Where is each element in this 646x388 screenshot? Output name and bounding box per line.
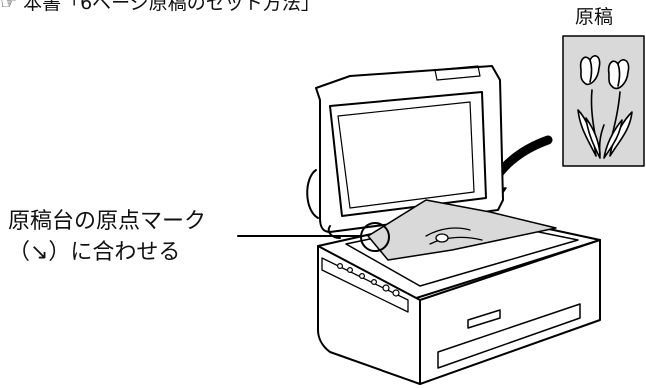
original-caption: 原稿 [575, 6, 614, 28]
callout-line-2: （↘）に合わせる [8, 240, 181, 265]
callout-line-1: 原稿台の原点マーク [8, 209, 207, 234]
tulip-illustration [577, 55, 633, 159]
header-reference: ☞ 本書「6ページ原稿のセット方法」 [0, 0, 320, 14]
scanner-lid [306, 65, 504, 239]
control-panel-buttons [337, 263, 400, 297]
document-on-platen [367, 199, 557, 261]
original-document [562, 35, 645, 167]
callout-text: 原稿台の原点マーク （↘）に合わせる [8, 206, 206, 268]
